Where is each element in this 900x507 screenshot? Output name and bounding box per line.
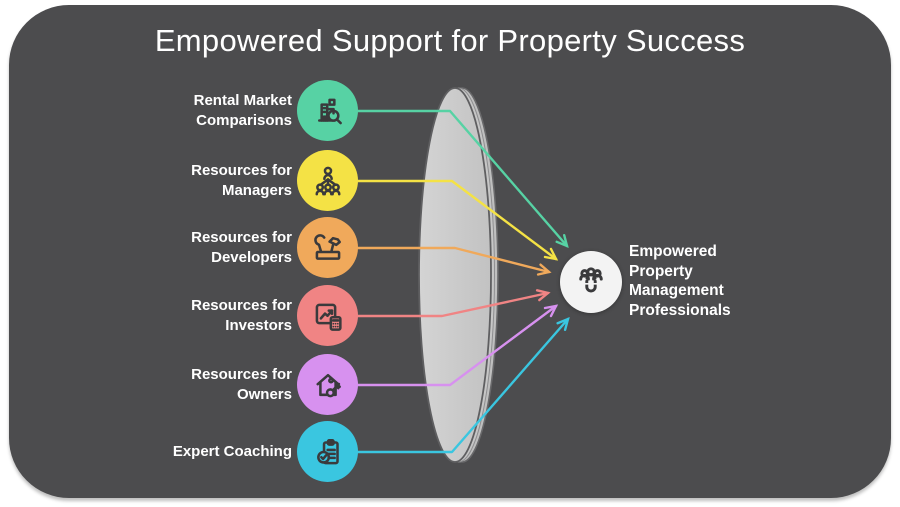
item-badge-rental-market xyxy=(297,80,358,141)
item-label-owners: Resources for Owners xyxy=(191,366,292,403)
magnet-people-icon xyxy=(579,267,603,293)
item-badge-investors xyxy=(297,285,358,346)
page-title: Empowered Support for Property Success xyxy=(154,23,746,58)
item-badge-developers xyxy=(297,217,358,278)
tools-icon xyxy=(313,233,341,260)
building-search-icon xyxy=(317,98,342,124)
item-badge-owners xyxy=(297,354,358,415)
item-label-coaching: Expert Coaching xyxy=(172,443,292,460)
item-label-managers: Resources for Managers xyxy=(191,162,292,199)
item-badge-coaching xyxy=(297,421,358,482)
clipboard-check-icon xyxy=(316,438,339,464)
chart-calculator-icon xyxy=(315,303,342,331)
target-node-circle xyxy=(560,251,622,313)
target-label: Empowered Property Management Profession… xyxy=(629,243,731,319)
item-badge-managers xyxy=(297,150,358,211)
item-label-rental-market: Rental Market Comparisons xyxy=(193,92,292,129)
house-key-icon xyxy=(315,373,341,397)
item-label-developers: Resources for Developers xyxy=(191,229,292,266)
item-label-investors: Resources for Investors xyxy=(191,297,292,334)
team-hierarchy-icon xyxy=(314,166,341,195)
